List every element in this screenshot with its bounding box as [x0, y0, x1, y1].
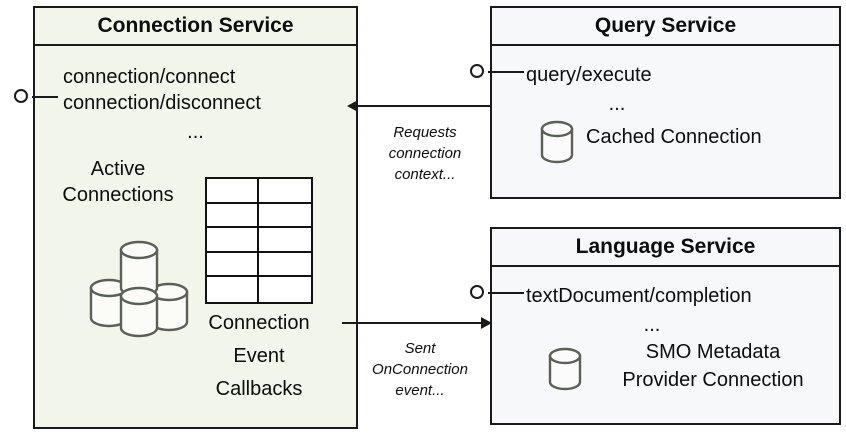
callbacks-label-line1: Connection — [208, 312, 310, 334]
operation-query-execute[interactable]: query/execute — [526, 64, 652, 86]
operation-connection-connect[interactable]: connection/connect — [63, 66, 236, 88]
interface-stem — [488, 71, 524, 73]
table-cell — [207, 179, 259, 204]
database-cluster-icon — [83, 236, 195, 338]
cached-connection-label: Cached Connection — [586, 126, 762, 148]
language-service-title: Language Service — [492, 229, 839, 267]
table-cell — [259, 277, 311, 302]
connector-label-line2: connection — [388, 145, 462, 162]
active-connections-label-line1: Active — [90, 158, 146, 180]
arrow-head-icon — [347, 100, 358, 112]
callbacks-label-line2: Event — [233, 345, 285, 367]
operation-textdocument-completion[interactable]: textDocument/completion — [526, 285, 752, 307]
connection-service-ellipsis: ... — [187, 121, 204, 143]
connector-label-line1: Sent — [404, 340, 436, 357]
table-cell — [207, 228, 259, 253]
interface-stem — [488, 292, 524, 294]
interface-stem — [32, 96, 58, 98]
connector-label-line3: event... — [395, 382, 445, 399]
connector-label-line1: Requests — [393, 124, 457, 141]
table-cell — [259, 203, 311, 229]
table-cell — [259, 228, 311, 253]
interface-ball-icon — [14, 89, 28, 103]
table-cell — [259, 252, 311, 278]
table-cell — [207, 277, 259, 302]
connector-label-line2: OnConnection — [372, 361, 468, 378]
connection-service-title: Connection Service — [35, 8, 356, 46]
table-grid-icon — [205, 177, 313, 304]
table-cell — [207, 252, 259, 278]
table-cell — [259, 179, 311, 204]
connector-label-line3: context... — [394, 166, 456, 183]
arrow-head-icon — [481, 317, 492, 329]
database-cylinder-icon — [538, 118, 576, 166]
query-service-title: Query Service — [492, 8, 839, 46]
connector-line — [358, 105, 492, 107]
callbacks-label-line3: Callbacks — [215, 378, 303, 400]
component-connection-service[interactable]: Connection Service connection/connect co… — [33, 6, 358, 429]
operation-connection-disconnect[interactable]: connection/disconnect — [63, 92, 261, 114]
component-query-service[interactable]: Query Service query/execute ... Cached C… — [490, 6, 841, 199]
table-cell — [207, 203, 259, 229]
smo-metadata-label-line1: SMO Metadata — [645, 341, 781, 363]
database-cylinder-icon — [546, 345, 584, 393]
connector-line — [342, 322, 481, 324]
connector-label-query-to-connection: Requests connection context... — [360, 122, 490, 185]
query-service-ellipsis: ... — [608, 93, 626, 115]
interface-ball-icon — [470, 285, 484, 299]
smo-metadata-label-line2: Provider Connection — [622, 369, 804, 391]
connector-label-connection-to-language: Sent OnConnection event... — [355, 338, 485, 401]
active-connections-label-line2: Connections — [62, 184, 174, 206]
language-service-ellipsis: ... — [643, 314, 661, 336]
component-language-service[interactable]: Language Service textDocument/completion… — [490, 227, 841, 425]
interface-ball-icon — [470, 64, 484, 78]
